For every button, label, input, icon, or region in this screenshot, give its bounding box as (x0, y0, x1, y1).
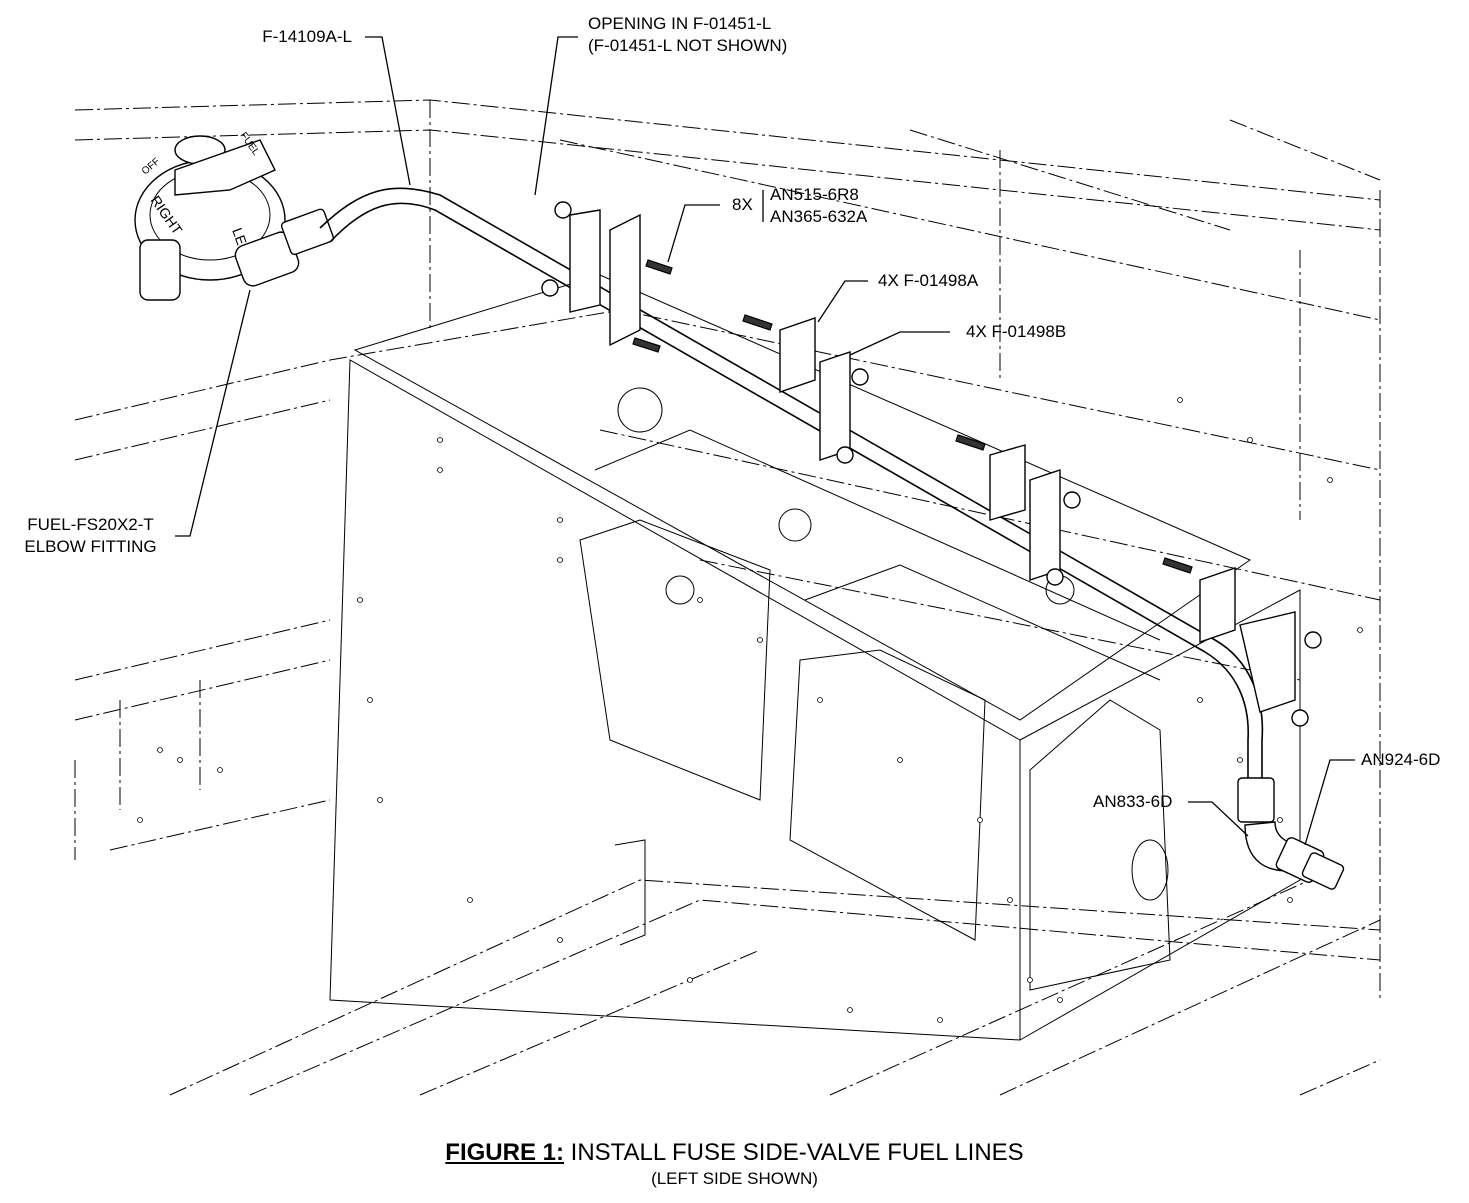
callout-fuel-tube: F-14109A-L (262, 27, 352, 46)
figure-title: FIGURE 1: INSTALL FUSE SIDE-VALVE FUEL L… (0, 1138, 1469, 1168)
figure-subtitle: (LEFT SIDE SHOWN) (651, 1169, 818, 1188)
tube-clamps (569, 209, 1296, 713)
rivet-holes (137, 397, 1363, 1023)
lower-fittings (1237, 777, 1345, 890)
valve-off-marking: OFF (140, 156, 162, 177)
figure-label: FIGURE 1: (445, 1139, 564, 1166)
callout-elbow-line1: FUEL-FS20X2-T (27, 515, 154, 534)
callout-fitting-nut: AN833-6D (1093, 792, 1173, 811)
callout-screw-nut: AN515-6R8 AN365-632A (770, 184, 867, 228)
figure-title-text: INSTALL FUSE SIDE-VALVE FUEL LINES (563, 1139, 1024, 1166)
callout-opening-line1: OPENING IN F-01451-L (588, 14, 772, 33)
figure-caption: FIGURE 1: INSTALL FUSE SIDE-VALVE FUEL L… (0, 1138, 1469, 1190)
callout-quantity-8x: 8X (732, 195, 753, 214)
leader-lines (175, 36, 1355, 846)
callout-elbow-fitting: FUEL-FS20X2-T ELBOW FITTING (18, 514, 163, 558)
callout-elbow-line2: ELBOW FITTING (24, 537, 157, 556)
callout-clamp-b: 4X F-01498B (966, 322, 1067, 341)
callout-clamp-a: 4X F-01498A (878, 271, 979, 290)
elbow-fitting (234, 208, 335, 287)
fuel-line-installation-drawing: FUEL LEFT RIGHT OFF (74, 36, 1381, 1096)
lightening-holes (617, 387, 1169, 901)
callout-fitting-cap: AN924-6D (1361, 750, 1441, 769)
callout-screw: AN515-6R8 (770, 185, 859, 204)
screws-and-nuts (541, 201, 1322, 727)
fuel-tube (319, 187, 1264, 780)
callout-opening-line2: (F-01451-L NOT SHOWN) (588, 36, 788, 55)
callout-nut: AN365-632A (770, 207, 868, 226)
callout-opening: OPENING IN F-01451-L (F-01451-L NOT SHOW… (588, 13, 787, 57)
side-panel (329, 274, 1301, 1041)
